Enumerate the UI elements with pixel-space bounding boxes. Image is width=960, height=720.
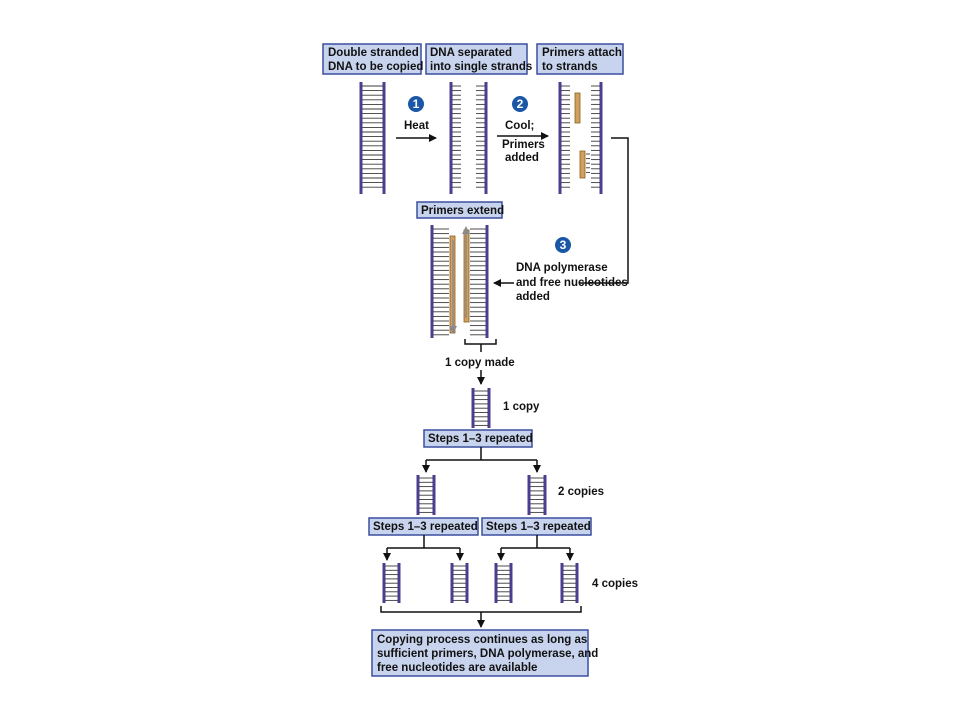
box-steps-repeated-1-label: Steps 1–3 repeated — [428, 433, 533, 445]
box-primers-attach-line1: Primers attach — [542, 47, 622, 59]
dna-separated-left — [449, 82, 461, 194]
step-2: 2 Cool; Primers added — [497, 96, 549, 164]
label-copy-made: 1 copy made — [445, 357, 515, 369]
dna-primed-left — [558, 82, 581, 194]
box-final: Copying process continues as long as suf… — [371, 629, 598, 677]
primer — [574, 92, 581, 124]
copy-bracket — [464, 339, 497, 345]
box-steps-repeated-right: Steps 1–3 repeated — [481, 517, 592, 536]
dna-extended-right — [462, 225, 489, 338]
step-2-badge — [512, 96, 528, 112]
label-4-copies: 4 copies — [592, 578, 638, 590]
connector-step-3 — [580, 137, 629, 284]
step-3-label-line1: DNA polymerase — [516, 262, 608, 274]
box-separated-line1: DNA separated — [430, 47, 512, 59]
step-1: 1 Heat — [396, 96, 437, 142]
box-double-stranded-line1: Double stranded — [328, 47, 419, 59]
step-3-label-line2: and free nucleotides — [516, 277, 628, 289]
step-2-label-line3: added — [505, 152, 539, 164]
box-final-line3: free nucleotides are available — [377, 662, 537, 674]
dna-copy-4c — [494, 563, 513, 603]
box-steps-repeated-right-label: Steps 1–3 repeated — [486, 521, 591, 533]
box-primers-attach: Primers attach to strands — [536, 43, 624, 75]
step-3-number: 3 — [560, 238, 567, 252]
step-2-label-line1: Cool; — [505, 120, 534, 132]
dna-copy-2a — [416, 475, 436, 515]
label-1-copy: 1 copy — [503, 401, 540, 413]
step-1-number: 1 — [413, 97, 420, 111]
dna-copy-4d — [560, 563, 579, 603]
box-steps-repeated-left: Steps 1–3 repeated — [368, 517, 479, 536]
box-double-stranded-line2: DNA to be copied — [328, 61, 423, 73]
dna-primed-right — [579, 82, 603, 194]
dna-copy-4b — [450, 563, 469, 603]
step-3-badge — [555, 237, 571, 253]
box-primers-extend-label: Primers extend — [421, 205, 504, 217]
step-2-label-line2: Primers — [502, 139, 545, 151]
box-double-stranded: Double stranded DNA to be copied — [322, 43, 423, 75]
primer — [579, 150, 586, 179]
box-steps-repeated-1: Steps 1–3 repeated — [423, 429, 533, 448]
dna-copy-4a — [382, 563, 401, 603]
dna-double-strand — [359, 82, 386, 194]
box-primers-extend: Primers extend — [416, 201, 504, 219]
step-1-badge — [408, 96, 424, 112]
dna-copy-2b — [527, 475, 547, 515]
dna-extended-left — [430, 225, 457, 338]
dna-copy-1 — [471, 388, 491, 428]
step-1-label: Heat — [404, 120, 429, 132]
box-primers-attach-line2: to strands — [542, 61, 598, 73]
box-final-line1: Copying process continues as long as — [377, 634, 587, 646]
step-3-label-line3: added — [516, 291, 550, 303]
label-2-copies: 2 copies — [558, 486, 604, 498]
box-separated-line2: into single strands — [430, 61, 532, 73]
box-final-line2: sufficient primers, DNA polymerase, and — [377, 648, 598, 660]
box-separated: DNA separated into single strands — [425, 43, 532, 75]
step-2-number: 2 — [517, 97, 524, 111]
dna-separated-right — [476, 82, 488, 194]
final-bracket — [380, 606, 582, 613]
step-3: 3 DNA polymerase and free nucleotides ad… — [493, 237, 628, 303]
box-steps-repeated-left-label: Steps 1–3 repeated — [373, 521, 478, 533]
